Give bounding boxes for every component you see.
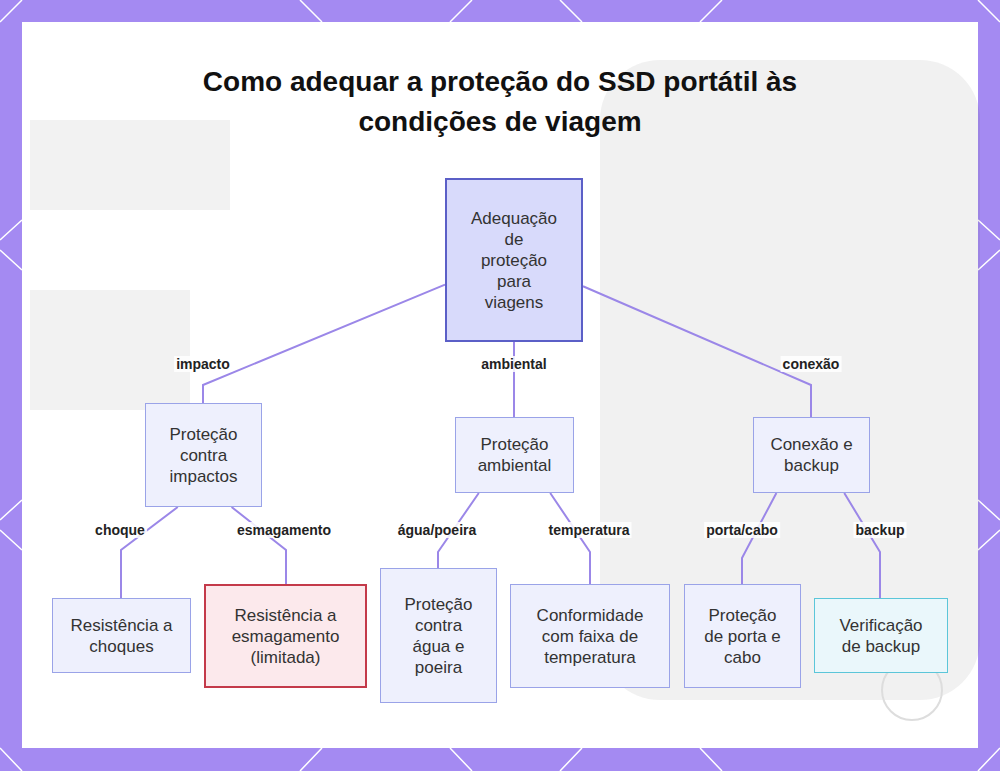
node-text: Verificação de backup xyxy=(832,615,930,657)
faded-photo xyxy=(30,60,980,700)
edge-label: impacto xyxy=(174,356,232,372)
connector xyxy=(550,493,590,584)
connector xyxy=(844,493,880,598)
node-text: Resistência a choques xyxy=(62,615,181,657)
edge-label: backup xyxy=(853,522,906,538)
node-text: Resistência a esmagamento (limitada) xyxy=(217,605,354,668)
node-text: Proteção contra água e poeira xyxy=(400,594,477,678)
edge-label: porta/cabo xyxy=(704,522,780,538)
edge-label: choque xyxy=(93,522,147,538)
process-box: Proteção ambiental xyxy=(455,417,574,493)
connector xyxy=(121,507,178,598)
connector xyxy=(513,342,515,417)
root-box: Adequação de proteção para viagens xyxy=(445,178,583,342)
edge-label: ambiental xyxy=(479,356,548,372)
node-text: Proteção ambiental xyxy=(466,434,563,476)
node-text: Proteção de porta e cabo xyxy=(700,605,785,668)
edge-label: água/poeira xyxy=(396,522,479,538)
process-box: Resistência a esmagamento (limitada) xyxy=(204,584,367,688)
connector xyxy=(742,493,776,584)
node-text: Proteção contra impactos xyxy=(161,424,246,487)
process-box: Conformidade com faixa de temperatura xyxy=(510,584,670,688)
edge-label: esmagamento xyxy=(235,522,333,538)
connector xyxy=(203,285,445,403)
process-box: Verificação de backup xyxy=(814,598,948,673)
diagram-title: Como adequar a proteção do SSD portátil … xyxy=(200,62,800,142)
process-box: Proteção de porta e cabo xyxy=(684,584,801,688)
node-text: Conexão e backup xyxy=(763,434,860,476)
process-box: Proteção contra impactos xyxy=(145,403,262,507)
connector xyxy=(583,286,811,417)
edge-label: conexão xyxy=(781,356,842,372)
connector xyxy=(232,507,286,584)
process-box: Conexão e backup xyxy=(753,417,870,493)
process-box: Resistência a choques xyxy=(52,598,191,673)
edge-label: temperatura xyxy=(547,522,632,538)
node-text: Conformidade com faixa de temperatura xyxy=(521,605,659,668)
node-text: Adequação de proteção para viagens xyxy=(471,208,557,313)
process-box: Proteção contra água e poeira xyxy=(380,568,497,703)
